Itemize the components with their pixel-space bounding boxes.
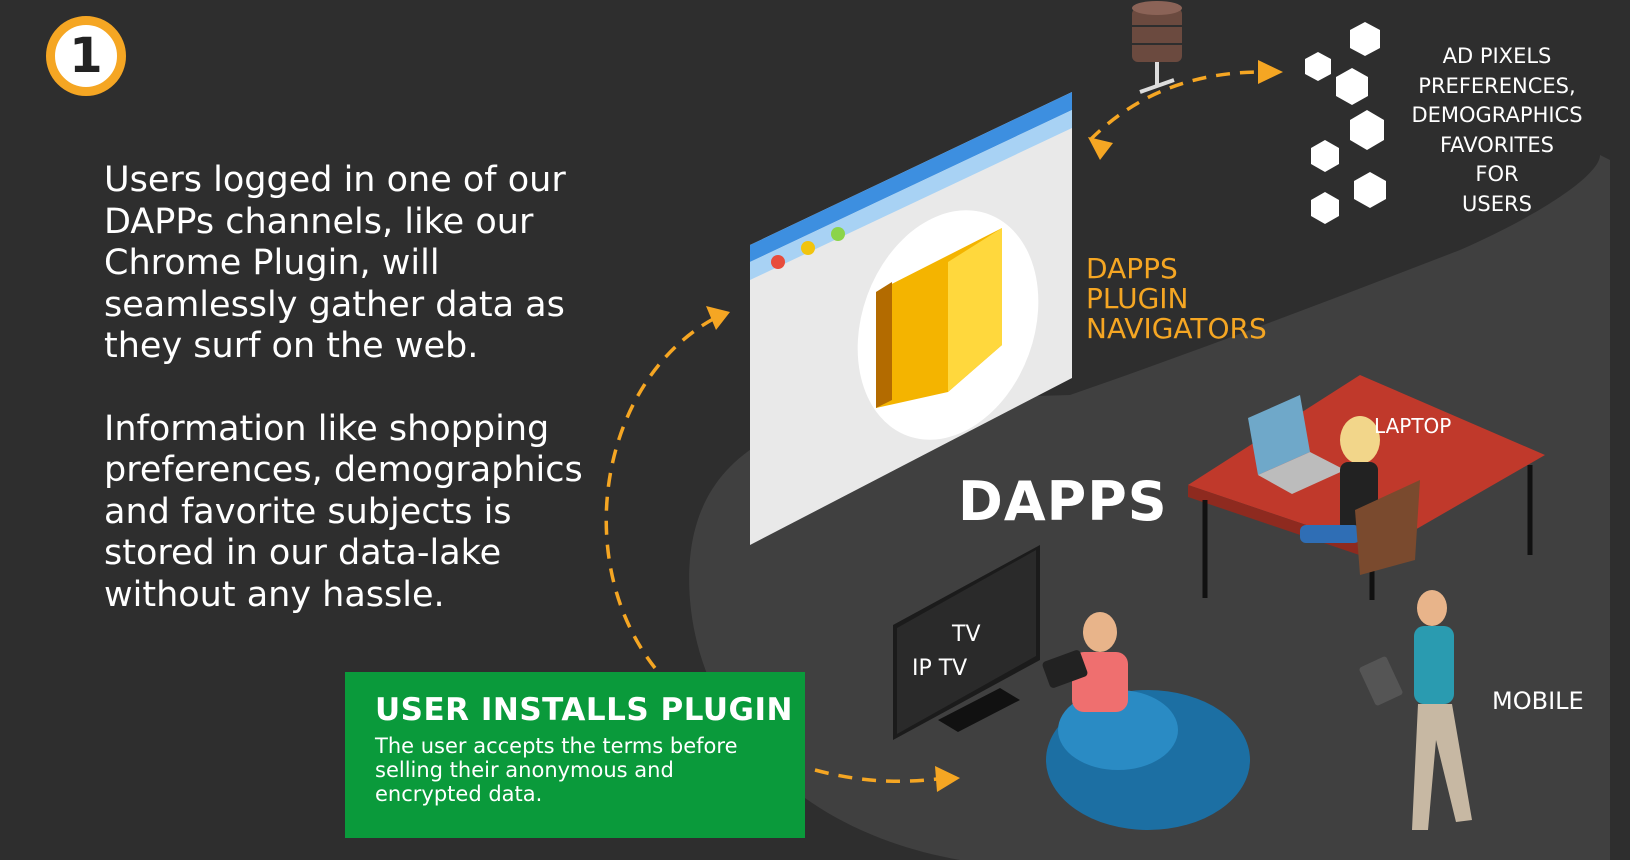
intro-text: Users logged in one of our DAPPs channel… [104, 160, 624, 657]
plugin-line: DAPPS [1086, 252, 1178, 285]
install-box-description: The user accepts the terms before sellin… [375, 734, 738, 806]
datalake-line: FOR [1475, 162, 1519, 186]
data-cubes-icon [1305, 22, 1386, 224]
browser-plugin-window [750, 92, 1072, 545]
install-plugin-box: USER INSTALLS PLUGIN The user accepts th… [345, 672, 805, 838]
arrow-browser-to-datalake [1088, 70, 1263, 142]
intro-paragraph-1: Users logged in one of our DAPPs channel… [104, 160, 566, 366]
plugin-labels: DAPPS PLUGIN NAVIGATORS [1086, 254, 1267, 344]
mobile-label: MOBILE [1492, 687, 1584, 715]
arrow-heads [706, 60, 1283, 792]
iptv-label: IP TV [912, 656, 968, 681]
dapps-title: DAPPS [958, 470, 1168, 533]
datalake-line: DEMOGRAPHICS [1411, 103, 1583, 127]
plugin-line: PLUGIN [1086, 282, 1189, 315]
laptop-label: LAPTOP [1374, 414, 1452, 438]
laptop-desk-illustration [1188, 375, 1545, 600]
database-server-icon [1132, 1, 1182, 94]
datalake-line: USERS [1462, 191, 1532, 216]
plugin-line: NAVIGATORS [1086, 312, 1267, 345]
flow-arrows [604, 70, 1263, 784]
datalake-line: FAVORITES [1440, 132, 1554, 157]
mobile-user-illustration [1359, 590, 1472, 830]
tv-viewer-illustration [893, 545, 1250, 830]
tv-label: TV [952, 622, 981, 647]
install-box-title: USER INSTALLS PLUGIN [375, 692, 793, 728]
intro-paragraph-2: Information like shopping preferences, d… [104, 408, 583, 615]
datalake-line: PREFERENCES, [1418, 73, 1576, 98]
datalake-labels: AD PIXELS PREFERENCES, DEMOGRAPHICS FAVO… [1392, 42, 1602, 219]
arrow-install-to-browser [604, 316, 716, 670]
datalake-line: AD PIXELS [1442, 44, 1552, 68]
step-number-badge: 1 [46, 16, 126, 96]
